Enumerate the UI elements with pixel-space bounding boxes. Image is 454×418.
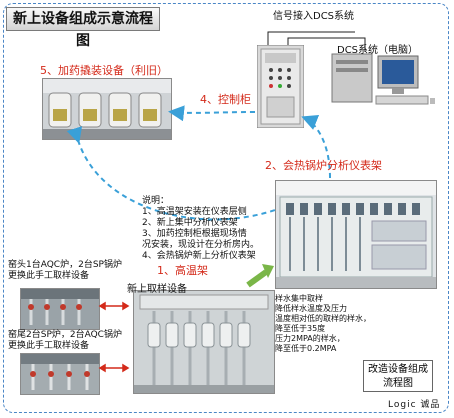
green-arrow-shaft xyxy=(246,269,268,288)
arrow-analyzer-to-cabinet xyxy=(301,115,331,179)
sample-note-line: 降至低于0.2MPA xyxy=(275,344,337,353)
high-temp-rack-illustration xyxy=(134,291,274,393)
signal-label: 信号接入DCS系统 xyxy=(273,11,355,22)
green-arrow-head xyxy=(262,264,274,278)
sampling-label: 新上取样设备 xyxy=(127,284,187,295)
analyzer-rack-illustration xyxy=(276,181,436,288)
stamp-line: 改造设备组成 xyxy=(368,364,428,375)
signal-line-2 xyxy=(287,37,366,52)
manual-sampler-illustration-1 xyxy=(21,289,99,329)
note-line: 4、会热锅炉新上分析仪表架 xyxy=(142,251,256,261)
note-line: 1、高温架安装在仪表层侧 xyxy=(142,207,247,217)
dcs-computer-illustration xyxy=(331,53,435,105)
sample-note-line: 降至低于35度 xyxy=(275,324,326,333)
caption-stamp: 改造设备组成 流程图 xyxy=(363,360,433,392)
dosing-skid-photo xyxy=(42,78,172,140)
dcs-computer-photo xyxy=(330,52,436,112)
left-note-1-line: 窑头1台AQC炉，2台SP锅炉 xyxy=(8,260,122,270)
stamp-line: 流程图 xyxy=(383,378,413,389)
step-4-label: 4、控制柜 xyxy=(200,93,251,106)
diagram-title: 新上设备组成示意流程图 xyxy=(6,7,160,49)
left-note-2-line: 窑尾2台SP炉，2台AQC锅炉 xyxy=(8,330,122,340)
control-cabinet-photo xyxy=(257,45,304,128)
step-1-label: 1、高温架 xyxy=(157,264,208,277)
notes-title: 说明： xyxy=(142,196,170,206)
arrow-cabinet-to-skid xyxy=(168,105,256,122)
manual-sampler-illustration-2 xyxy=(21,354,99,394)
red-double-arrows xyxy=(98,301,130,373)
step-5-label: 5、加药撬装设备（利旧） xyxy=(40,64,168,77)
manual-sampler-photo-1 xyxy=(20,288,100,330)
left-note-1: 窑头1台AQC炉，2台SP锅炉 更换此手工取样设备 xyxy=(8,260,122,282)
sample-note-line: 压力2MPA的样水， xyxy=(275,334,345,343)
arrow-loop-to-skid xyxy=(66,126,276,221)
dosing-skid-illustration xyxy=(43,79,171,139)
logo-text: Logic 诚品 xyxy=(388,400,441,410)
dcs-label: DCS系统（电脑） xyxy=(337,45,419,56)
high-temp-rack-photo xyxy=(133,290,275,394)
sample-note-line: 温度相对低的取样的样水， xyxy=(275,314,371,323)
sample-note-line: 样水集中取样 xyxy=(275,294,323,303)
outer-dashed-frame xyxy=(3,3,449,413)
control-cabinet-illustration xyxy=(257,45,304,128)
signal-line-1 xyxy=(267,31,355,45)
analyzer-rack-photo xyxy=(275,180,437,289)
notes-block: 说明： 1、高温架安装在仪表层侧 2、新上集中分析仪表架 3、加药控制柜根据现场… xyxy=(142,196,259,262)
note-line: 2、新上集中分析仪表架 xyxy=(142,218,238,228)
manual-sampler-photo-2 xyxy=(20,353,100,395)
sample-notes: 样水集中取样 降低样水温度及压力 温度相对低的取样的样水， 降至低于35度 压力… xyxy=(275,294,371,354)
note-line: 况安装，现设计在分析房内。 xyxy=(142,240,260,250)
note-line: 3、加药控制柜根据现场情 xyxy=(142,229,247,239)
left-note-2: 窑尾2台SP炉，2台AQC锅炉 更换此手工取样设备 xyxy=(8,330,122,352)
left-note-1-line: 更换此手工取样设备 xyxy=(8,271,90,281)
left-note-2-line: 更换此手工取样设备 xyxy=(8,341,90,351)
sample-note-line: 降低样水温度及压力 xyxy=(275,304,347,313)
step-2-label: 2、会热锅炉分析仪表架 xyxy=(265,159,382,172)
